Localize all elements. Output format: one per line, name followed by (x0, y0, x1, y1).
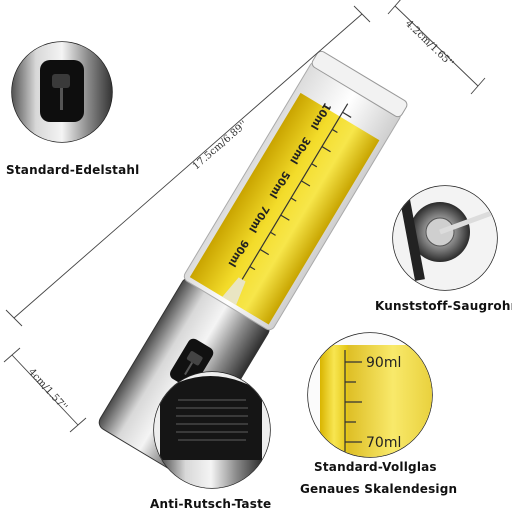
bottom-diameter-dimension: 4cm/1.57'' (3, 347, 87, 433)
bottom-diameter-label: 4cm/1.57'' (26, 367, 69, 413)
label-scale-design: Genaues Skalendesign (300, 482, 458, 496)
zoom-anti-slip-button (153, 371, 271, 489)
label-suction-tube: Kunststoff-Saugrohr (375, 299, 512, 313)
label-stainless-steel: Standard-Edelstahl (6, 163, 140, 177)
length-label: 17.5cm/6.89'' (191, 119, 250, 172)
top-diameter-label: 4.2cm/1.65'' (403, 18, 455, 69)
label-glass: Standard-Vollglas (314, 460, 437, 474)
label-anti-slip-button: Anti-Rutsch-Taste (150, 497, 272, 511)
zoom-glass-scale: 90ml 70ml (307, 332, 433, 458)
bottle: 10ml 30ml 50ml 70ml 90ml (98, 50, 408, 475)
cap (311, 50, 408, 118)
top-diameter-dimension: 4.2cm/1.65'' (387, 0, 486, 95)
zoom-stainless-steel (11, 41, 113, 143)
zoom-scale-70ml: 70ml (366, 435, 401, 451)
zoom-suction-tube (392, 185, 498, 291)
zoom-scale-90ml: 90ml (366, 355, 401, 371)
